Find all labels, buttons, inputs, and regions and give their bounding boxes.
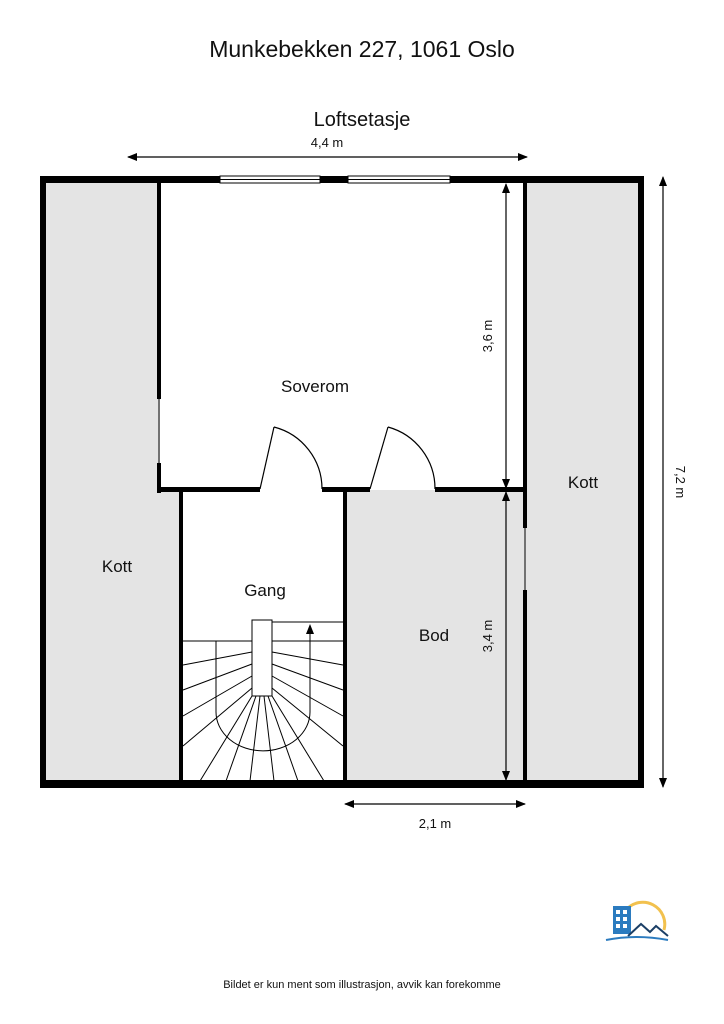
dimension-height-total: 7,2 m xyxy=(673,466,688,499)
dimension-lines xyxy=(127,153,667,808)
dimension-bod-width: 2,1 m xyxy=(419,816,452,831)
soverom-area xyxy=(160,180,525,490)
door xyxy=(259,426,436,490)
page-title: Munkebekken 227, 1061 Oslo xyxy=(209,36,515,62)
kott-right-area xyxy=(525,180,641,784)
window xyxy=(219,175,451,184)
company-logo xyxy=(605,900,669,941)
outer-walls xyxy=(40,176,644,788)
room-label-bod: Bod xyxy=(419,626,449,645)
room-label-gang: Gang xyxy=(244,581,286,600)
room-label-soverom: Soverom xyxy=(281,377,349,396)
footer-disclaimer: Bildet er kun ment som illustrasjon, avv… xyxy=(223,979,501,991)
inner-walls xyxy=(157,183,527,782)
dimension-width-top: 4,4 m xyxy=(311,135,344,150)
floor-name: Loftsetasje xyxy=(314,109,411,131)
dimension-soverom-depth: 3,6 m xyxy=(480,320,495,353)
dimension-bod-depth: 3,4 m xyxy=(480,620,495,653)
bod-area xyxy=(345,490,525,784)
room-label-kott-left: Kott xyxy=(102,557,133,576)
room-label-kott-right: Kott xyxy=(568,473,599,492)
staircase xyxy=(182,619,344,782)
